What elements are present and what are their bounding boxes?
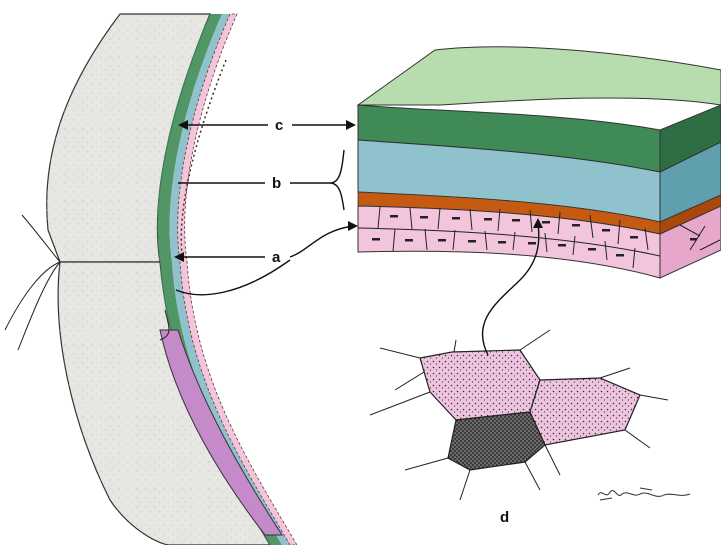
label-c: c	[275, 117, 283, 134]
artist-signature	[598, 488, 690, 500]
eye-wall-cross-section	[5, 14, 297, 545]
label-b: b	[272, 175, 281, 192]
cell-dark	[448, 412, 545, 470]
endothelial-cell-detail	[370, 330, 668, 500]
label-a: a	[272, 249, 281, 266]
cornea-layer-block	[358, 47, 721, 278]
block-top-face	[358, 47, 721, 105]
limbus-line	[5, 262, 60, 330]
label-d: d	[500, 509, 509, 526]
